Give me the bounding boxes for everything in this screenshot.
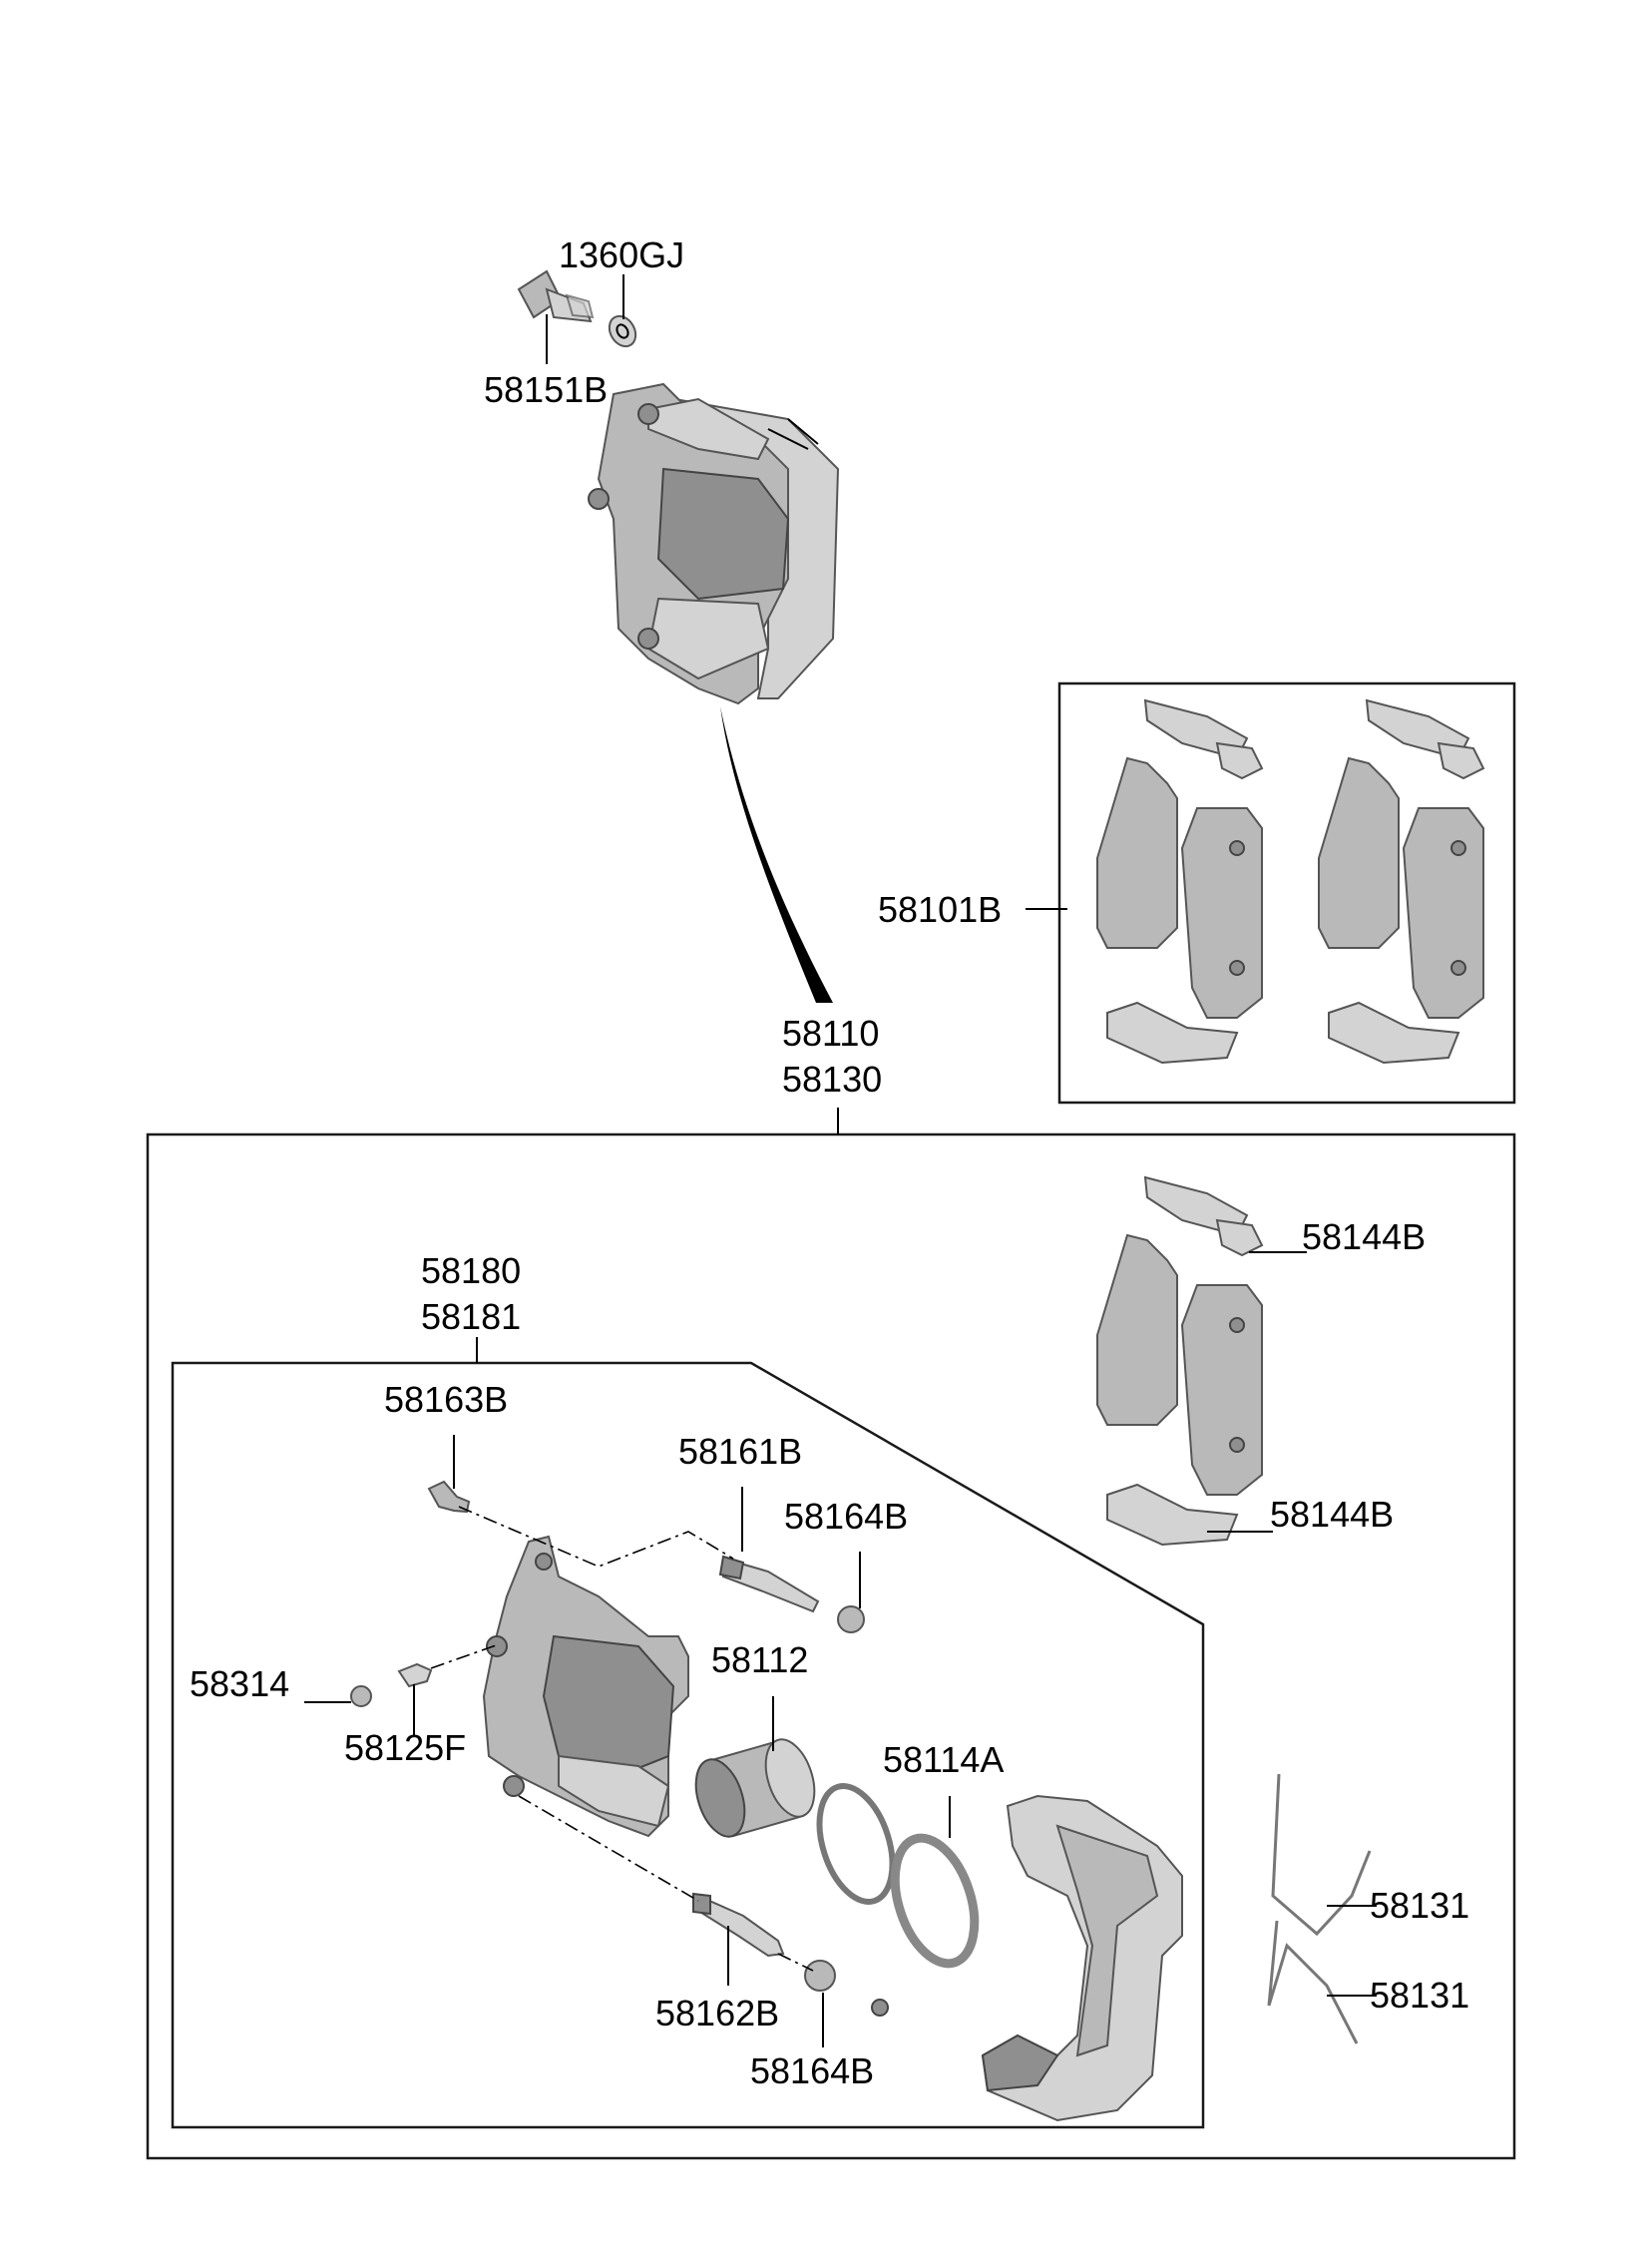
label-58131-lower: 58131 [1370,1975,1469,2016]
label-58114A: 58114A [883,1739,1004,1780]
washer-icon [608,314,637,348]
label-58164B-lower: 58164B [750,2050,874,2091]
bolt-icon [517,269,595,323]
wire-spring-1-icon [1271,1773,1372,1937]
label-58314: 58314 [190,1663,289,1704]
piston-drawing [694,1738,816,1838]
piston-seal-icon [890,1833,980,1969]
label-58163B: 58163B [384,1379,508,1420]
label-58125F: 58125F [344,1727,466,1768]
guide-pin-lower-icon [697,1894,785,1958]
label-1360GJ: 1360GJ [559,234,684,275]
label-58161B: 58161B [678,1431,802,1472]
seal-ring-icon [816,1783,896,1905]
label-58110: 58110 [782,1013,879,1054]
label-58144B-upper: 58144B [1302,1216,1426,1257]
guide-pin-upper-icon [722,1557,820,1613]
caliper-housing-drawing [482,1535,689,1838]
assembly-line-boot [777,1953,814,1972]
housing-frame [171,1361,1205,2129]
label-58151B-top: 58151B [484,369,608,410]
bleeder-cap-icon [350,1685,372,1707]
label-58181: 58181 [421,1296,521,1337]
pin-boot-upper-icon [837,1605,865,1633]
pad-kit-frame [1057,681,1516,1105]
label-58162B: 58162B [655,1993,779,2033]
assembly-line-lower [518,1795,699,1902]
pad-kit-drawing [1096,698,1485,1065]
label-58101B: 58101B [878,889,1002,930]
pad-set-drawing [1096,1175,1264,1547]
label-58164B-upper: 58164B [784,1496,908,1537]
wire-spring-2-icon [1267,1920,1359,2044]
assembly-pointer [720,706,833,1003]
assembled-caliper-drawing [588,382,840,705]
boot-icon [427,1480,471,1514]
label-58144B-lower: 58144B [1270,1494,1394,1535]
assembly-line-upper [458,1506,734,1568]
label-58130: 58130 [782,1059,882,1100]
label-58180: 58180 [421,1250,521,1291]
assembly-line-middle [430,1643,500,1669]
label-58131-upper: 58131 [1370,1885,1469,1926]
carrier-bracket-drawing [981,1794,1183,2122]
bleeder-screw-icon [397,1662,433,1688]
pin-boot-lower-icon [804,1960,836,1992]
label-58112: 58112 [711,1639,808,1680]
caliper-assembly-frame [146,1132,1516,2160]
